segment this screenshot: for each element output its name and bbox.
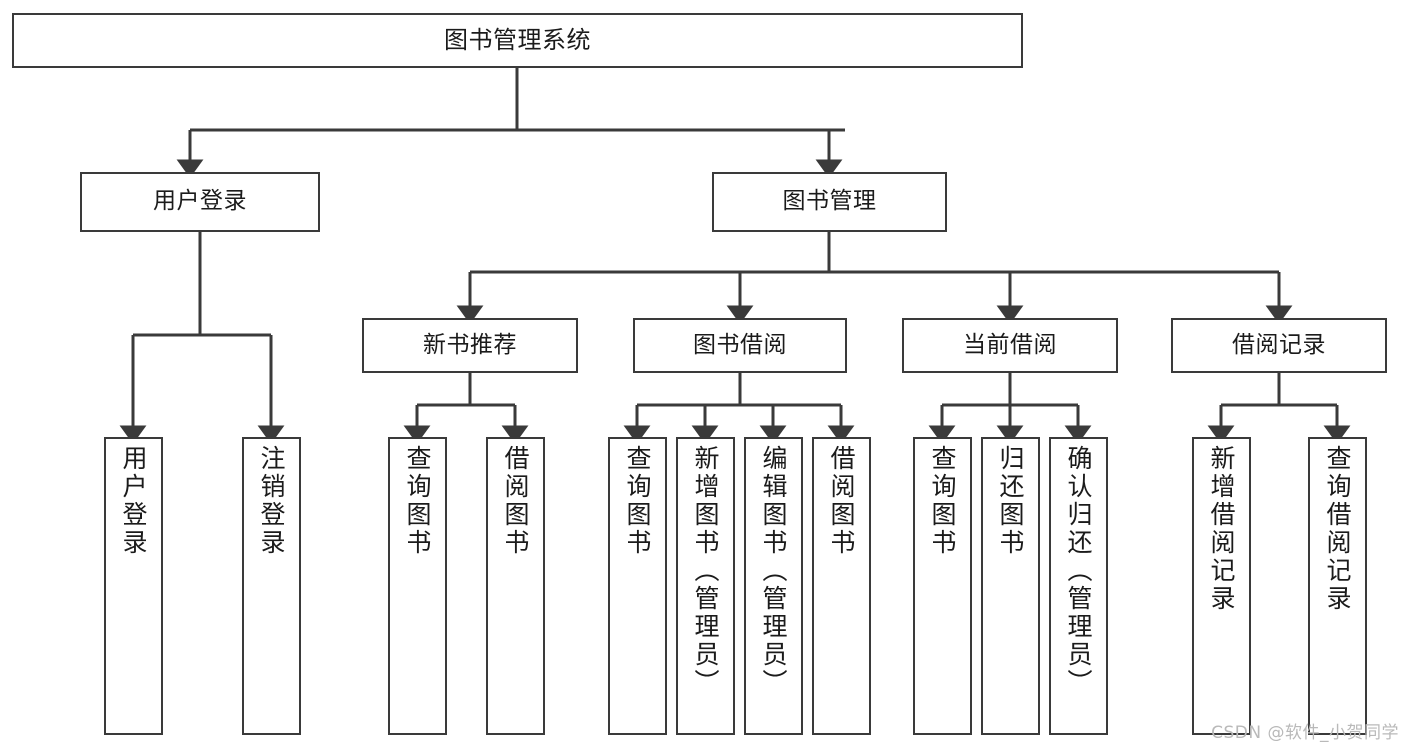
node-user-login[interactable]: 用户登录 (80, 172, 320, 232)
node-label: 查询图书 (928, 445, 957, 557)
leaf-user-login-logout[interactable]: 注销登录 (242, 437, 301, 735)
node-label: 借阅记录 (1232, 331, 1326, 358)
node-label: 新增图书（管理员） (691, 445, 720, 697)
leaf-borrow-query-book[interactable]: 查询图书 (608, 437, 667, 735)
node-new-book-recommend[interactable]: 新书推荐 (362, 318, 578, 373)
node-label: 借阅图书 (501, 445, 530, 557)
leaf-borrow-borrow-book[interactable]: 借阅图书 (812, 437, 871, 735)
leaf-record-add-record[interactable]: 新增借阅记录 (1192, 437, 1251, 735)
node-label: 借阅图书 (827, 445, 856, 557)
node-current-borrow[interactable]: 当前借阅 (902, 318, 1118, 373)
node-label: 注销登录 (257, 445, 286, 557)
node-label: 图书借阅 (693, 331, 787, 358)
leaf-current-confirm-return-admin[interactable]: 确认归还（管理员） (1049, 437, 1108, 735)
leaf-borrow-edit-book-admin[interactable]: 编辑图书（管理员） (744, 437, 803, 735)
node-label: 图书管理 (782, 188, 877, 215)
leaf-user-login-login[interactable]: 用户登录 (104, 437, 163, 735)
node-book-management[interactable]: 图书管理 (712, 172, 947, 232)
leaf-record-query-record[interactable]: 查询借阅记录 (1308, 437, 1367, 735)
node-label: 用户登录 (153, 188, 247, 215)
leaf-new-book-borrow[interactable]: 借阅图书 (486, 437, 545, 735)
node-root-book-management-system[interactable]: 图书管理系统 (12, 13, 1023, 68)
csdn-watermark: CSDN @软件_小贺同学 (1211, 723, 1399, 743)
node-label: 查询图书 (623, 445, 652, 557)
leaf-current-return-book[interactable]: 归还图书 (981, 437, 1040, 735)
node-label: 用户登录 (119, 445, 148, 557)
node-label: 当前借阅 (963, 331, 1057, 358)
leaf-current-query-book[interactable]: 查询图书 (913, 437, 972, 735)
node-label: 归还图书 (996, 445, 1025, 557)
leaf-new-book-query[interactable]: 查询图书 (388, 437, 447, 735)
leaf-borrow-add-book-admin[interactable]: 新增图书（管理员） (676, 437, 735, 735)
node-label: 确认归还（管理员） (1064, 445, 1093, 697)
node-label: 新书推荐 (423, 331, 517, 358)
node-label: 新增借阅记录 (1207, 445, 1236, 613)
node-book-borrow[interactable]: 图书借阅 (633, 318, 847, 373)
node-label: 编辑图书（管理员） (759, 445, 788, 697)
node-label: 查询图书 (403, 445, 432, 557)
node-label: 查询借阅记录 (1323, 445, 1352, 613)
node-borrow-record[interactable]: 借阅记录 (1171, 318, 1387, 373)
node-label: 图书管理系统 (444, 26, 591, 55)
